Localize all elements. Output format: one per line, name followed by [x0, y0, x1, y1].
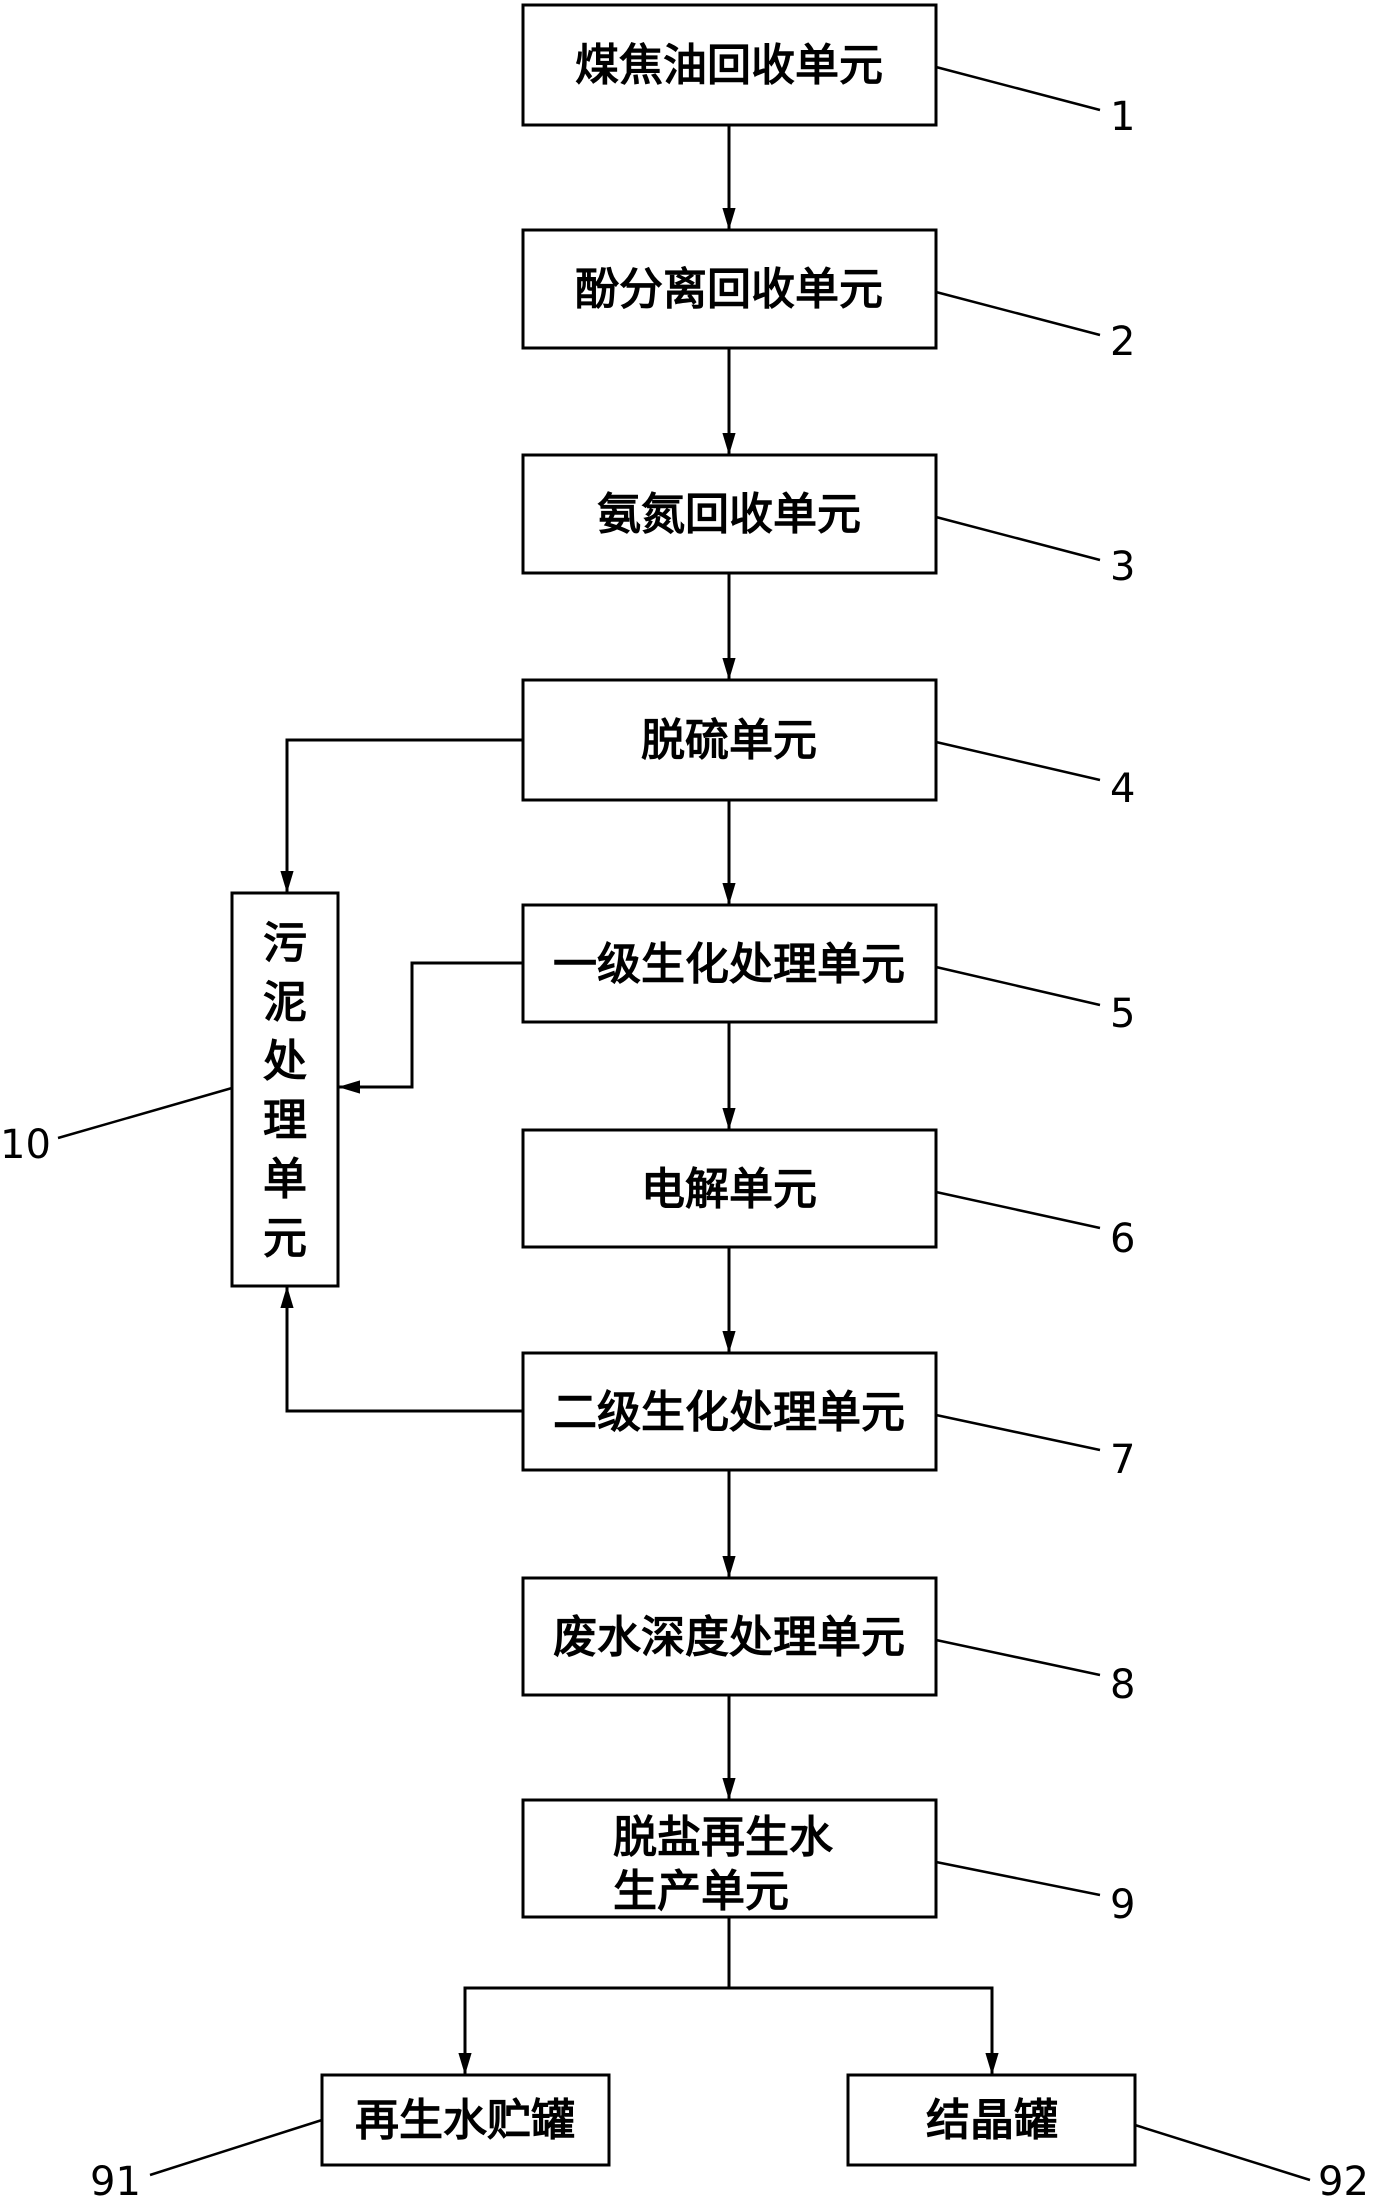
- unit-9-box: 脱盐再生水 生产单元: [521, 1798, 938, 1919]
- unit-10-char-6: 元: [263, 1213, 307, 1264]
- unit-8-label: 废水深度处理单元: [553, 1612, 905, 1663]
- arrow-4-10: [280, 738, 523, 893]
- ref-number-6: 6: [1110, 1216, 1135, 1262]
- leader-line-10: [57, 1086, 233, 1140]
- ref-number-91: 91: [90, 2159, 141, 2200]
- unit-92-box: 结晶罐: [846, 2073, 1137, 2167]
- unit-5-label: 一级生化处理单元: [553, 939, 905, 990]
- leader-line-9: [935, 1860, 1101, 1897]
- unit-2-label: 酚分离回收单元: [575, 264, 883, 315]
- arrow-5-10: [338, 961, 523, 1094]
- unit-91-label: 再生水贮罐: [355, 2095, 575, 2146]
- ref-number-5: 5: [1110, 991, 1135, 1037]
- leader-line-4: [935, 740, 1101, 782]
- leader-line-92: [1134, 2123, 1311, 2182]
- unit-10-char-2: 泥: [263, 977, 307, 1028]
- unit-2-box: 酚分离回收单元: [521, 228, 938, 350]
- ref-number-7: 7: [1110, 1437, 1135, 1483]
- leader-line-91: [149, 2118, 323, 2177]
- unit-8-box: 废水深度处理单元: [521, 1576, 938, 1697]
- ref-number-9: 9: [1110, 1882, 1135, 1928]
- leader-line-6: [935, 1190, 1101, 1230]
- unit-10-char-4: 理: [263, 1095, 307, 1146]
- unit-10-char-5: 单: [263, 1154, 307, 1205]
- unit-4-label: 脱硫单元: [641, 715, 817, 766]
- arrow-9-92: [729, 1986, 999, 2075]
- unit-7-label: 二级生化处理单元: [553, 1387, 905, 1438]
- leader-line-7: [935, 1413, 1101, 1452]
- arrow-9-91: [458, 1917, 731, 2075]
- unit-9-label-line2: 生产单元: [613, 1866, 789, 1917]
- arrow-7-10: [280, 1286, 523, 1413]
- unit-10-box: 污 泥 处 理 单 元: [230, 891, 340, 1288]
- unit-9-label-line1: 脱盐再生水: [613, 1812, 834, 1863]
- unit-10-char-3: 处: [263, 1036, 307, 1087]
- unit-3-box: 氨氮回收单元: [521, 453, 938, 575]
- ref-number-4: 4: [1110, 766, 1135, 812]
- unit-1-box: 煤焦油回收单元: [521, 3, 938, 127]
- leader-line-2: [935, 290, 1101, 337]
- unit-6-box: 电解单元: [521, 1128, 938, 1249]
- ref-number-8: 8: [1110, 1662, 1135, 1708]
- ref-number-1: 1: [1110, 94, 1135, 140]
- unit-4-box: 脱硫单元: [521, 678, 938, 802]
- unit-7-box: 二级生化处理单元: [521, 1351, 938, 1472]
- unit-92-label: 结晶罐: [926, 2095, 1058, 2146]
- unit-91-box: 再生水贮罐: [320, 2073, 611, 2167]
- unit-10-char-1: 污: [263, 918, 307, 969]
- ref-number-2: 2: [1110, 319, 1135, 365]
- leader-line-3: [935, 515, 1101, 562]
- leader-line-1: [935, 65, 1101, 112]
- leader-line-5: [935, 965, 1101, 1007]
- leader-line-8: [935, 1638, 1101, 1677]
- unit-6-label: 电解单元: [641, 1164, 817, 1215]
- unit-3-label: 氨氮回收单元: [597, 489, 861, 540]
- ref-number-3: 3: [1110, 544, 1135, 590]
- unit-1-label: 煤焦油回收单元: [575, 40, 883, 91]
- ref-number-92: 92: [1318, 2159, 1369, 2200]
- unit-5-box: 一级生化处理单元: [521, 903, 938, 1024]
- ref-number-10: 10: [0, 1122, 51, 1168]
